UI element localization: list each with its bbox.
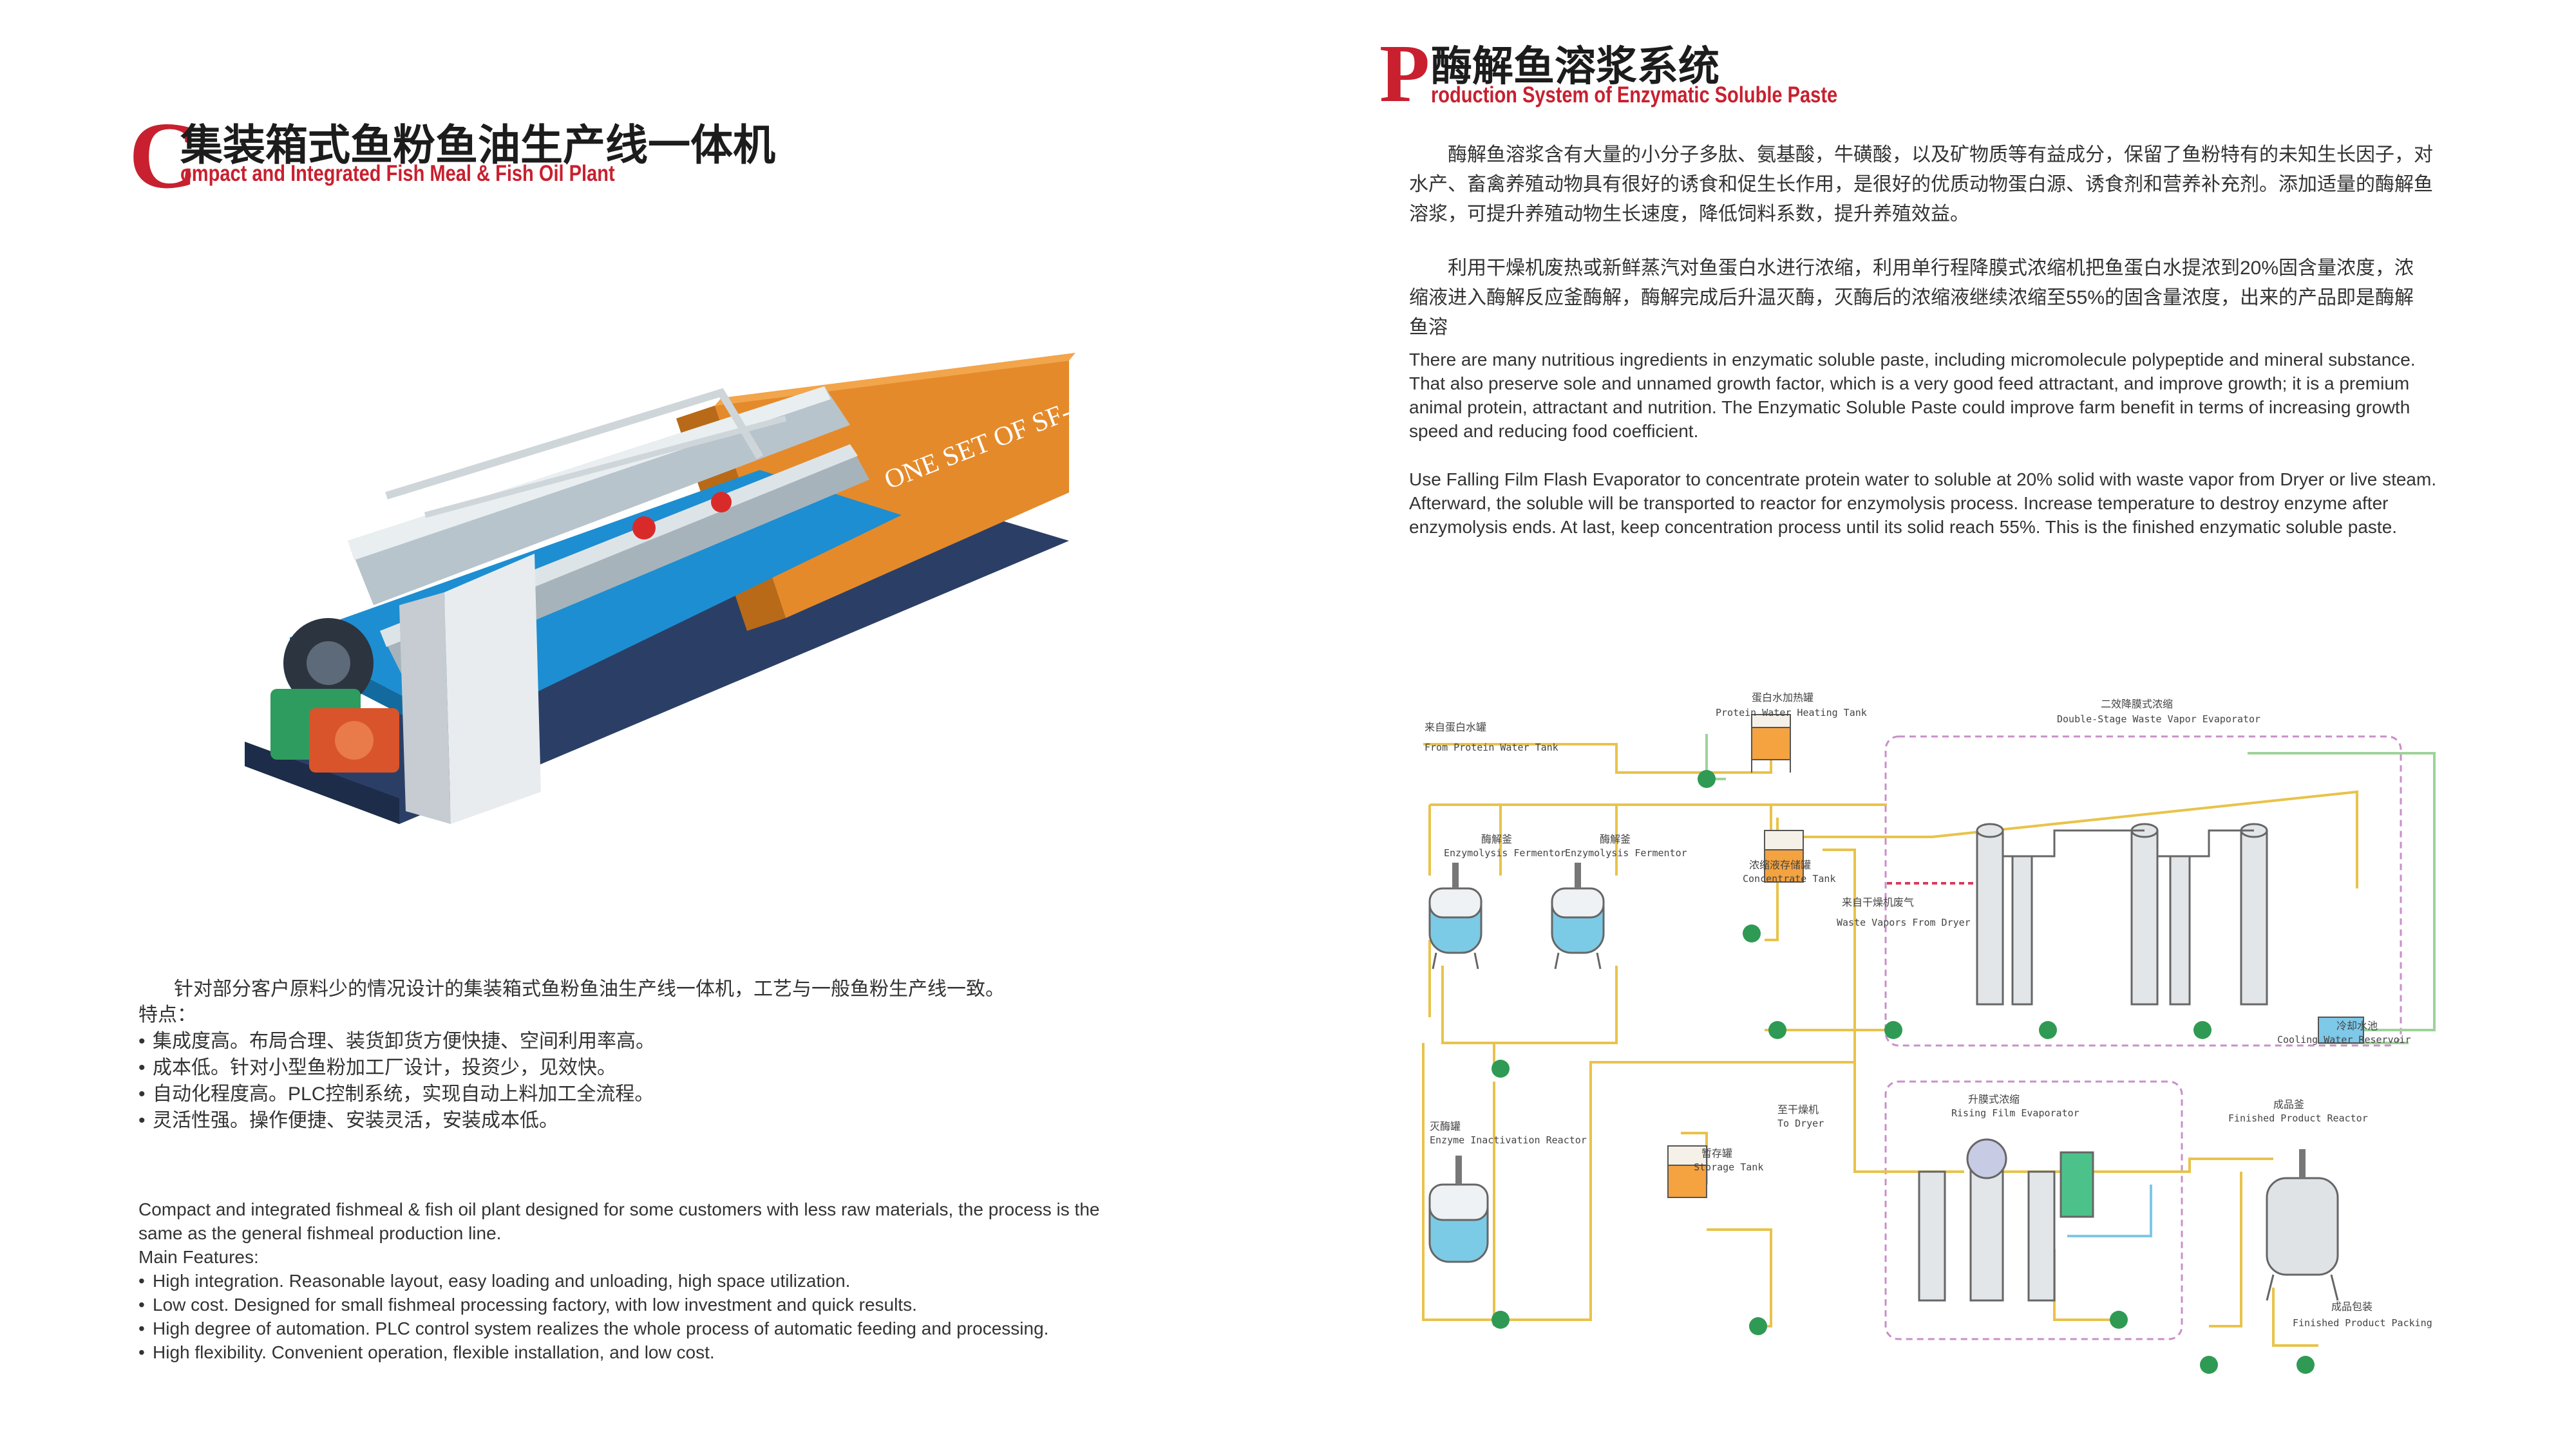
label-heating-tank-en: Protein Water Heating Tank	[1716, 707, 1867, 718]
list-item: Low cost. Designed for small fishmeal pr…	[138, 1293, 1143, 1317]
left-features-cn-title: 特点：	[138, 1004, 196, 1026]
left-heading-en: ompact and Integrated Fish Meal & Fish O…	[180, 161, 615, 186]
right-heading-initial: P	[1379, 28, 1430, 119]
label-waste-vapor-cn: 来自干燥机废气	[1842, 896, 1915, 908]
left-intro-cn: 针对部分客户原料少的情况设计的集装箱式鱼粉鱼油生产线一体机，工艺与一般鱼粉生产线…	[174, 975, 1140, 1004]
label-concentrate-en: Concentrate Tank	[1743, 873, 1836, 885]
right-para1-en: There are many nutritious ingredients in…	[1409, 348, 2446, 443]
list-item: High integration. Reasonable layout, eas…	[138, 1269, 1143, 1293]
right-para2-cn: 利用干燥机废热或新鲜蒸汽对鱼蛋白水进行浓缩，利用单行程降膜式浓缩机把鱼蛋白水提浓…	[1409, 254, 2433, 342]
right-heading-en: roduction System of Enzymatic Soluble Pa…	[1431, 82, 1838, 108]
heating-tank	[1751, 714, 1791, 773]
label-rising-en: Rising Film Evaporator	[1951, 1107, 2079, 1119]
label-inactivation-cn: 灭酶罐	[1430, 1120, 1461, 1132]
list-item: High degree of automation. PLC control s…	[138, 1317, 1143, 1340]
left-features-en-list: High integration. Reasonable layout, eas…	[138, 1269, 1143, 1364]
left-heading-initial: C	[129, 103, 198, 209]
left-intro-en: Compact and integrated fishmeal & fish o…	[138, 1199, 1100, 1243]
label-packing-cn: 成品包装	[2331, 1300, 2373, 1313]
label-finished-reactor-cn: 成品釜	[2273, 1098, 2305, 1111]
label-fermenter1-en: Enzymolysis Fermentor	[1444, 847, 1566, 859]
label-from-protein-water-en: From Protein Water Tank	[1425, 742, 1558, 753]
label-fermenter2-cn: 酶解釜	[1600, 833, 1631, 845]
process-flow-diagram	[1422, 714, 2436, 1374]
right-heading-cn: 酶解鱼溶浆系统	[1431, 43, 1719, 89]
right-para1-en-text: There are many nutritious ingredients in…	[1409, 350, 2416, 441]
label-double-stage-cn: 二效降膜式浓缩	[2101, 698, 2174, 710]
label-cooling-cn: 冷却水池	[2336, 1020, 2378, 1032]
label-inactivation-en: Enzyme Inactivation Reactor	[1430, 1134, 1587, 1146]
list-item: High flexibility. Convenient operation, …	[138, 1340, 1143, 1364]
label-storage-en: Storage Tank	[1694, 1161, 1764, 1173]
label-concentrate-cn: 浓缩液存储罐	[1749, 859, 1812, 871]
list-item: 集成度高。布局合理、装货卸货方便快捷、空间利用率高。	[138, 1028, 1104, 1055]
left-intro-cn-text: 针对部分客户原料少的情况设计的集装箱式鱼粉鱼油生产线一体机，工艺与一般鱼粉生产线…	[174, 979, 1005, 1000]
label-fermenter1-cn: 酶解釜	[1481, 833, 1513, 845]
pumps	[1492, 770, 2315, 1374]
right-para1-cn: 酶解鱼溶浆含有大量的小分子多肽、氨基酸，牛磺酸，以及矿物质等有益成分，保留了鱼粉…	[1409, 140, 2433, 229]
rising-film-frame	[1884, 1080, 2183, 1340]
right-para2-en-text: Use Falling Film Flash Evaporator to con…	[1409, 469, 2437, 537]
label-cooling-en: Cooling Water Reservoir	[2277, 1034, 2411, 1046]
label-heating-tank-cn: 蛋白水加热罐	[1752, 691, 1814, 704]
label-storage-cn: 暂存罐	[1701, 1147, 1733, 1159]
left-features-en: Compact and integrated fishmeal & fish o…	[138, 1197, 1143, 1364]
label-fermenter2-en: Enzymolysis Fermentor	[1565, 847, 1687, 859]
finished-reactor	[2266, 1149, 2339, 1301]
label-waste-vapor-en: Waste Vapors From Dryer	[1837, 917, 1971, 928]
label-from-protein-water-cn: 来自蛋白水罐	[1425, 721, 1487, 733]
list-item: 成本低。针对小型鱼粉加工厂设计，投资少，见效快。	[138, 1055, 1104, 1081]
concentrate-tank	[1764, 830, 1804, 883]
list-item: 灵活性强。操作便捷、安装灵活，安装成本低。	[138, 1107, 1104, 1134]
label-double-stage-en: Double-Stage Waste Vapor Evaporator	[2057, 713, 2261, 725]
right-para2-cn-text: 利用干燥机废热或新鲜蒸汽对鱼蛋白水进行浓缩，利用单行程降膜式浓缩机把鱼蛋白水提浓…	[1409, 258, 2414, 338]
label-to-dryer-en: To Dryer	[1777, 1118, 1824, 1129]
left-features-cn: 特点： 集成度高。布局合理、装货卸货方便快捷、空间利用率高。 成本低。针对小型鱼…	[138, 1002, 1104, 1134]
container-plant-illustration: ONE SET OF SF-15T/24h FISH MEAL	[245, 348, 1088, 824]
double-stage-frame	[1884, 735, 2402, 1047]
label-rising-cn: 升膜式浓缩	[1968, 1093, 2020, 1105]
label-packing-en: Finished Product Packing	[2293, 1317, 2432, 1329]
label-finished-reactor-en: Finished Product Reactor	[2228, 1112, 2368, 1124]
rising-film-columns	[1918, 1138, 2094, 1302]
right-para1-cn-text: 酶解鱼溶浆含有大量的小分子多肽、氨基酸，牛磺酸，以及矿物质等有益成分，保留了鱼粉…	[1409, 144, 2433, 225]
left-heading-cn: 集装箱式鱼粉鱼油生产线一体机	[180, 121, 775, 169]
inactivation-reactor	[1428, 1156, 1489, 1263]
left-features-cn-list: 集成度高。布局合理、装货卸货方便快捷、空间利用率高。 成本低。针对小型鱼粉加工厂…	[138, 1028, 1104, 1134]
fermenter-2	[1551, 863, 1605, 970]
cooling-reservoir	[2318, 1017, 2364, 1044]
water-pipes	[1705, 734, 2436, 1044]
list-item: 自动化程度高。PLC控制系统，实现自动上料加工全流程。	[138, 1081, 1104, 1107]
right-para2-en: Use Falling Film Flash Evaporator to con…	[1409, 467, 2446, 539]
label-to-dryer-cn: 至干燥机	[1777, 1103, 1819, 1116]
evaporator-columns	[1976, 823, 2268, 1006]
cooling-pipe	[2067, 1185, 2152, 1237]
storage-tank	[1667, 1145, 1707, 1198]
left-features-en-title: Main Features:	[138, 1247, 259, 1267]
fermenter-1	[1428, 863, 1482, 970]
